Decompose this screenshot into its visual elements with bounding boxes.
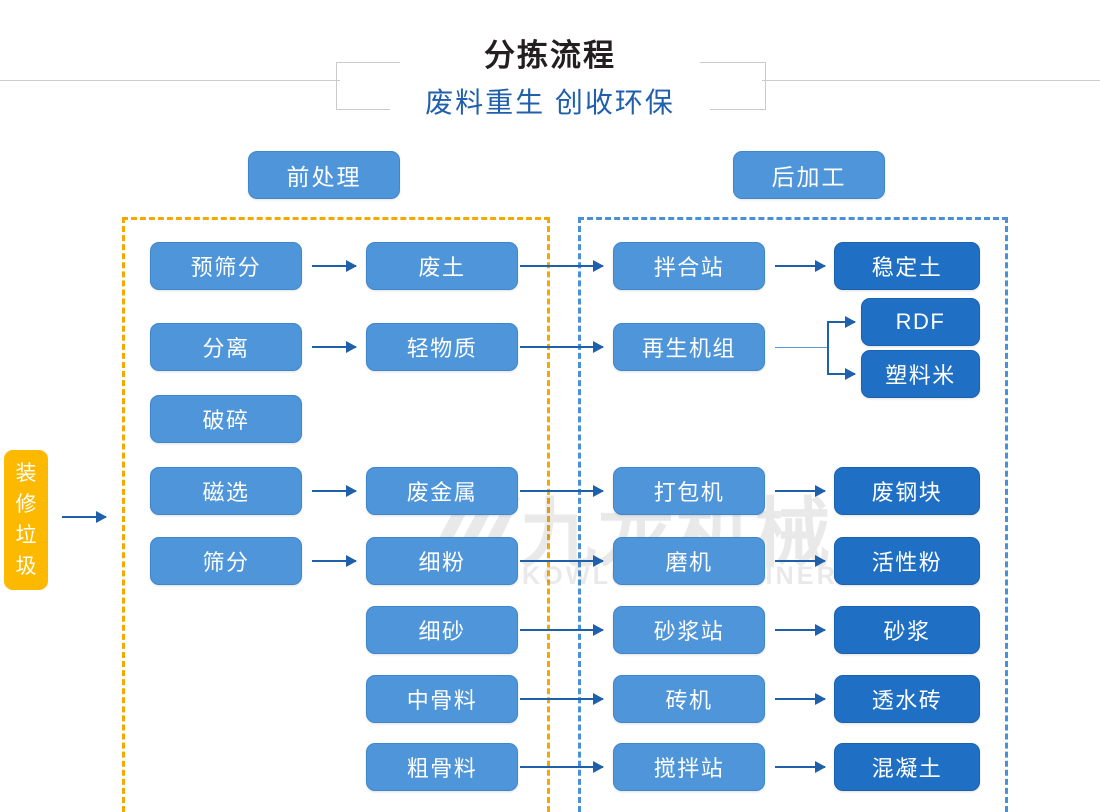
arrow-finesand-to-mortarstation — [520, 624, 604, 636]
node-medium-aggregate: 中骨料 — [366, 675, 518, 723]
node-waste-soil: 废土 — [366, 242, 518, 290]
node-mixing-station: 拌合站 — [613, 242, 765, 290]
node-active-powder: 活性粉 — [834, 537, 980, 585]
subtitle-backdrop — [390, 84, 710, 122]
input-node-label: 装修垃圾 — [15, 462, 37, 578]
arrow-wastesoil-to-mixingstation — [520, 260, 604, 272]
node-fine-sand: 细砂 — [366, 606, 518, 654]
title-decoration-line-right — [762, 80, 1100, 81]
arrow-mortarstation-to-mortar — [775, 624, 826, 636]
node-screening: 筛分 — [150, 537, 302, 585]
arrow-recyclingunit-to-rdf — [827, 316, 856, 328]
arrow-finepowder-to-grinder — [520, 555, 604, 567]
arrow-mixingstation-to-stabilizedsoil — [775, 260, 826, 272]
arrow-prescreening-to-wastesoil — [312, 260, 357, 272]
node-crushing: 破碎 — [150, 395, 302, 443]
node-magnetic-separation: 磁选 — [150, 467, 302, 515]
arrow-batchingstation-to-concrete — [775, 761, 826, 773]
arrow-brickmachine-to-permeablebrick — [775, 693, 826, 705]
arrow-baler-to-scrapsteel — [775, 485, 826, 497]
section-header-pre-process: 前处理 — [248, 151, 400, 199]
input-node-renovation-waste: 装修垃圾 — [4, 450, 48, 590]
node-waste-metal: 废金属 — [366, 467, 518, 515]
node-grinder: 磨机 — [613, 537, 765, 585]
section-header-post-process: 后加工 — [733, 151, 885, 199]
arrow-coarseaggregate-to-batchingstation — [520, 761, 604, 773]
node-fine-powder: 细粉 — [366, 537, 518, 585]
node-mortar-station: 砂浆站 — [613, 606, 765, 654]
node-recycling-unit: 再生机组 — [613, 323, 765, 371]
pre-process-group-boundary — [122, 217, 550, 812]
node-brick-machine: 砖机 — [613, 675, 765, 723]
arrow-wastemetal-to-baler — [520, 485, 604, 497]
node-pre-screening: 预筛分 — [150, 242, 302, 290]
node-coarse-aggregate: 粗骨料 — [366, 743, 518, 791]
node-scrap-steel: 废钢块 — [834, 467, 980, 515]
post-process-group-boundary — [578, 217, 1008, 812]
node-plastic-pellets: 塑料米 — [861, 350, 980, 398]
node-baler: 打包机 — [613, 467, 765, 515]
node-light-material: 轻物质 — [366, 323, 518, 371]
arrow-magnetic-to-wastemetal — [312, 485, 357, 497]
arrow-separation-to-lightmaterial — [312, 341, 357, 353]
node-mortar: 砂浆 — [834, 606, 980, 654]
arrow-screening-to-finepowder — [312, 555, 357, 567]
connector-recyclingunit-riser — [827, 322, 829, 374]
page-subtitle: 废料重生 创收环保 — [425, 87, 675, 118]
arrow-lightmaterial-to-recyclingunit — [520, 341, 604, 353]
node-rdf: RDF — [861, 298, 980, 346]
page-title: 分拣流程 — [484, 38, 616, 73]
arrow-input-to-preprocess — [62, 511, 107, 523]
node-batching-station: 搅拌站 — [613, 743, 765, 791]
arrow-recyclingunit-to-plasticpellets — [827, 368, 856, 380]
arrow-mediumaggregate-to-brickmachine — [520, 693, 604, 705]
title-decoration-line-left — [0, 80, 340, 81]
node-permeable-brick: 透水砖 — [834, 675, 980, 723]
page-header: 分拣流程 废料重生 创收环保 — [0, 0, 1100, 135]
arrow-grinder-to-activepowder — [775, 555, 826, 567]
node-stabilized-soil: 稳定土 — [834, 242, 980, 290]
node-separation: 分离 — [150, 323, 302, 371]
connector-recyclingunit-stem — [775, 347, 828, 348]
node-concrete: 混凝土 — [834, 743, 980, 791]
